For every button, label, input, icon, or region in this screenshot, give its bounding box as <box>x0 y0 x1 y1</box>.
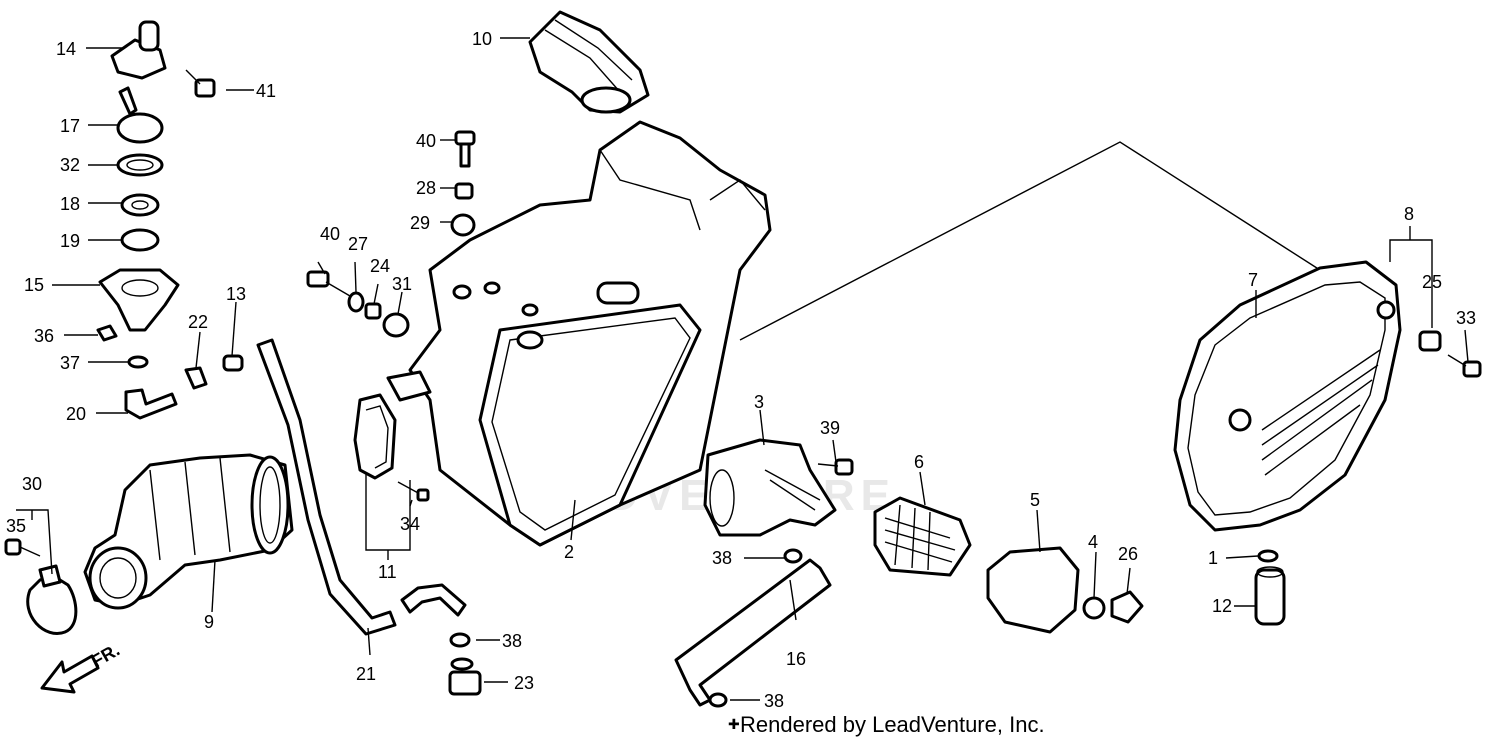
callout-23: 23 <box>514 673 534 693</box>
callout-18: 18 <box>60 194 80 214</box>
callout-34: 34 <box>400 514 420 534</box>
part-11-seal[interactable] <box>353 393 397 480</box>
callout-37: 37 <box>60 353 80 373</box>
part-32-gasket[interactable] <box>116 153 164 177</box>
leader-lines <box>16 37 1469 701</box>
callout-labels: 14 41 17 32 18 19 15 36 37 20 22 13 30 3… <box>6 29 1476 711</box>
part-40-top-bolt[interactable] <box>454 130 476 168</box>
callout-38-b: 38 <box>712 548 732 568</box>
part-22-clip[interactable] <box>184 366 208 390</box>
callout-38-c: 38 <box>764 691 784 711</box>
callout-26: 26 <box>1118 544 1138 564</box>
front-direction-arrow: FR. <box>40 640 123 694</box>
callout-11: 11 <box>378 562 397 582</box>
part-30-clamp[interactable] <box>26 564 78 635</box>
part-20-elbow-tube[interactable] <box>124 388 178 420</box>
part-23-cap[interactable] <box>448 657 482 696</box>
part-10-duct[interactable] <box>528 10 650 114</box>
callout-39: 39 <box>820 418 840 438</box>
callout-9: 9 <box>204 612 214 632</box>
part-38-clip-c[interactable] <box>708 692 728 708</box>
credit-arrow-icon: ✚ <box>728 716 740 732</box>
callout-32: 32 <box>60 155 80 175</box>
part-31-grommet[interactable] <box>382 312 410 338</box>
render-credit: Rendered by LeadVenture, Inc. <box>740 712 1045 737</box>
callout-29: 29 <box>410 213 430 233</box>
part-27-washer[interactable] <box>347 291 365 313</box>
callout-38-a: 38 <box>502 631 522 651</box>
part-12-drain-cap[interactable] <box>1254 566 1286 626</box>
callout-40-top: 40 <box>416 131 436 151</box>
part-5-foam-element[interactable] <box>986 546 1080 634</box>
callout-31: 31 <box>392 274 412 294</box>
callout-33: 33 <box>1456 308 1476 328</box>
part-2-air-cleaner-case[interactable] <box>386 120 772 547</box>
part-25-collar[interactable] <box>1418 330 1442 352</box>
callout-24: 24 <box>370 256 390 276</box>
part-1-clip[interactable] <box>1257 549 1279 563</box>
callout-8: 8 <box>1404 204 1414 224</box>
callout-3: 3 <box>754 392 764 412</box>
callout-13: 13 <box>226 284 246 304</box>
callout-28: 28 <box>416 178 436 198</box>
part-14-cap[interactable] <box>110 20 167 80</box>
part-17-breather[interactable] <box>116 86 164 144</box>
part-29-grommet[interactable] <box>450 213 476 237</box>
part-37-clip[interactable] <box>127 355 149 369</box>
part-4-washer[interactable] <box>1082 596 1106 620</box>
callout-1: 1 <box>1208 548 1218 568</box>
callout-12: 12 <box>1212 596 1232 616</box>
part-16-tube[interactable] <box>674 558 832 707</box>
part-36-screw[interactable] <box>96 324 118 342</box>
part-33-bolt[interactable] <box>1447 354 1482 378</box>
part-3-filter-holder[interactable] <box>703 438 837 537</box>
part-19-disc[interactable] <box>120 228 160 252</box>
part-6-filter-element[interactable] <box>873 496 972 577</box>
part-13-plug[interactable] <box>222 354 244 372</box>
callout-14: 14 <box>56 39 76 59</box>
callout-20: 20 <box>66 404 86 424</box>
part-34-screw[interactable] <box>397 481 430 502</box>
callout-25: 25 <box>1422 272 1442 292</box>
callout-22: 22 <box>188 312 208 332</box>
callout-36: 36 <box>34 326 54 346</box>
part-35-screw[interactable] <box>4 538 41 557</box>
callout-4: 4 <box>1088 532 1098 552</box>
part-9-intake-boot[interactable] <box>83 453 294 610</box>
part-38-clip-b[interactable] <box>783 548 803 564</box>
callout-27: 27 <box>348 234 368 254</box>
part-26-wing-nut[interactable] <box>1110 590 1144 624</box>
part-7-cover[interactable] <box>1173 260 1402 532</box>
part-38-clip[interactable] <box>449 632 471 648</box>
callout-16: 16 <box>786 649 806 669</box>
group-leader-line <box>739 141 1321 341</box>
callout-7: 7 <box>1248 270 1258 290</box>
callout-6: 6 <box>914 452 924 472</box>
callout-19: 19 <box>60 231 80 251</box>
part-18-plate[interactable] <box>120 193 160 217</box>
part-21-drain-tube[interactable] <box>256 338 397 636</box>
callout-17: 17 <box>60 116 80 136</box>
part-41-bolt[interactable] <box>185 69 216 98</box>
part-39-bolt[interactable] <box>817 458 854 476</box>
callout-30: 30 <box>22 474 42 494</box>
callout-5: 5 <box>1030 490 1040 510</box>
part-28-collar[interactable] <box>454 182 474 200</box>
callout-41: 41 <box>256 81 276 101</box>
callout-35: 35 <box>6 516 26 536</box>
part-40-bolt[interactable] <box>306 270 351 297</box>
callout-10: 10 <box>472 29 492 49</box>
callout-40: 40 <box>320 224 340 244</box>
part-21b-tube[interactable] <box>400 583 467 617</box>
callout-2: 2 <box>564 542 574 562</box>
part-15-housing[interactable] <box>98 268 180 332</box>
callout-21: 21 <box>356 664 376 684</box>
part-24-collar[interactable] <box>364 302 382 320</box>
callout-15: 15 <box>24 275 44 295</box>
